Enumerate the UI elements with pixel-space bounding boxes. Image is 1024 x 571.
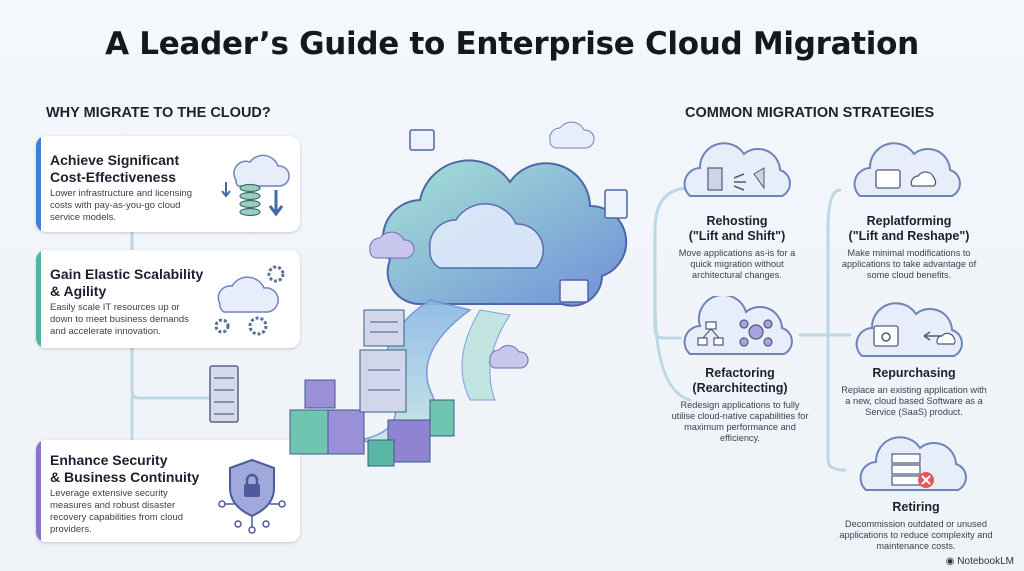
strategies-heading: COMMON MIGRATION STRATEGIES xyxy=(685,105,935,121)
brand-label: NotebookLM xyxy=(957,556,1014,567)
replatforming-strategy: Replatforming("Lift and Reshape") Make m… xyxy=(838,214,980,281)
replatforming-cloud-icon xyxy=(853,142,961,197)
scalability-card: Gain Elastic Scalability& Agility Easily… xyxy=(36,250,300,348)
cloud-migration-illustration xyxy=(289,121,628,467)
rehosting-cloud-icon xyxy=(683,142,791,197)
repurchasing-cloud-icon xyxy=(855,302,963,357)
strategy-body: Redesign applications to fully utilise c… xyxy=(671,400,809,443)
page-title: A Leader’s Guide to Enterprise Cloud Mig… xyxy=(105,26,919,62)
cloud-gears-icon xyxy=(214,265,285,336)
strategy-title: Repurchasing xyxy=(872,366,956,380)
repurchasing-strategy: Repurchasing Replace an existing applica… xyxy=(838,366,990,418)
card-title: Enhance Security& Business Continuity xyxy=(50,452,200,485)
card-body: Easily scale IT resources up or down to … xyxy=(50,302,189,337)
shield-lock-icon xyxy=(218,458,286,534)
strategy-title: Rehosting("Lift and Shift") xyxy=(688,214,786,243)
strategy-body: Move applications as-is for a quick migr… xyxy=(678,248,796,280)
rehosting-strategy: Rehosting("Lift and Shift") Move applica… xyxy=(668,214,806,281)
refactoring-strategy: Refactoring(Rearchitecting) Redesign app… xyxy=(668,366,812,444)
strategy-body: Make minimal modifications to applicatio… xyxy=(841,248,977,280)
retiring-strategy: Retiring Decommission outdated or unused… xyxy=(836,500,996,552)
strategy-body: Decommission outdated or unused applicat… xyxy=(839,519,993,551)
card-body: Leverage extensive security measures and… xyxy=(50,488,184,535)
security-card: Enhance Security& Business Continuity Le… xyxy=(36,440,300,542)
coins-cloud-icon xyxy=(221,154,290,217)
refactoring-cloud-icon xyxy=(683,296,793,355)
card-title: Gain Elastic Scalability& Agility xyxy=(50,266,204,299)
retiring-cloud-icon xyxy=(859,436,967,491)
card-body: Lower infrastructure and licensing costs… xyxy=(50,188,193,223)
server-icon xyxy=(209,365,239,423)
strategy-body: Replace an existing application with a n… xyxy=(841,385,987,417)
strategy-title: Replatforming("Lift and Reshape") xyxy=(848,214,970,243)
strategy-title: Refactoring(Rearchitecting) xyxy=(692,366,788,395)
why-migrate-heading: WHY MIGRATE TO THE CLOUD? xyxy=(46,105,271,121)
notebooklm-brand: ◉ NotebookLM xyxy=(946,556,1014,567)
strategy-title: Retiring xyxy=(892,500,940,514)
notebooklm-logo-icon: ◉ xyxy=(945,556,955,567)
